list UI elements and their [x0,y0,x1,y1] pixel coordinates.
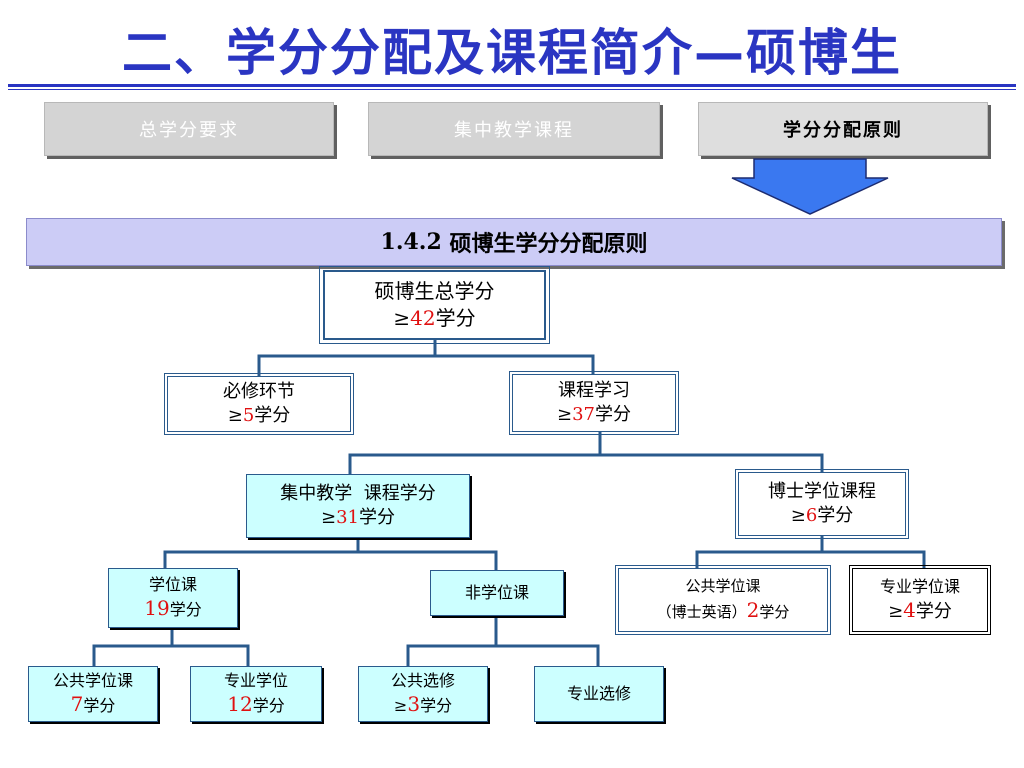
node-major-degree-courses: 专业学位 12学分 [190,666,322,722]
node-label: 非学位课 [464,583,529,603]
node-doctoral-degree-courses: 博士学位课程 ≥6学分 [735,469,909,539]
node-required-components: 必修环节 ≥5学分 [164,373,354,435]
node-value-line: 12学分 [227,692,285,717]
node-value-line: ≥4学分 [888,598,952,623]
credit-value: 4 [903,598,916,623]
title-underline-thin [8,89,1016,90]
node-value-line: 19学分 [144,596,202,621]
node-value-line: （博士英语）2学分 [656,597,790,622]
node-label: 公共选修 [390,670,455,690]
node-label: 专业学位课 [879,576,960,596]
page-title: 二、学分分配及课程简介—硕博生 [122,24,902,82]
credit-value: 37 [572,404,595,425]
node-value-line: ≥6学分 [790,505,854,526]
credit-value: 2 [746,597,760,622]
credit-value: 19 [144,596,170,621]
down-arrow-icon [731,158,889,215]
node-value-line: 7学分 [70,692,116,717]
node-value-line: ≥37学分 [557,404,631,425]
node-major-degree-doctoral: 专业学位课 ≥4学分 [849,565,991,635]
node-degree-courses: 学位课 19学分 [108,568,238,628]
node-label: 博士学位课程 [768,480,876,502]
credit-value: 31 [336,507,359,528]
node-value-line: ≥31学分 [321,507,395,528]
credit-value: 12 [227,692,253,717]
node-label: 课程学习 [558,379,630,401]
node-public-electives: 公共选修 ≥3学分 [358,666,488,722]
credit-value: 7 [70,692,84,717]
node-total-credits: 硕博生总学分 ≥42学分 [319,266,550,344]
node-value-line: ≥42学分 [393,306,476,330]
node-label: 公共学位课 [52,670,133,690]
node-label: 专业学位 [223,670,288,690]
credit-value: 3 [407,692,421,717]
tab-total-credits[interactable]: 总学分要求 [44,102,334,156]
node-major-electives: 专业选修 [534,666,664,722]
title-underline [8,84,1016,87]
node-label: 必修环节 [223,380,295,402]
section-banner: 1.4.2 硕博生学分分配原则 [26,218,1002,266]
node-label: 学位课 [148,574,197,594]
node-non-degree-courses: 非学位课 [430,570,564,616]
node-public-degree-courses: 公共学位课 7学分 [28,666,158,722]
section-number: 1.4.2 [380,229,442,255]
credit-value: 5 [242,405,255,426]
node-label: 硕博生总学分 [374,279,495,303]
node-concentrated-credits: 集中教学 课程学分 ≥31学分 [246,474,470,538]
node-label: 集中教学 课程学分 [280,482,436,504]
credit-value: 42 [410,306,436,330]
tab-concentrated-courses[interactable]: 集中教学课程 [368,102,660,156]
credit-value: 6 [805,505,818,526]
tab-credit-allocation[interactable]: 学分分配原则 [698,102,988,156]
node-value-line: ≥5学分 [227,405,291,426]
section-title: 硕博生学分分配原则 [449,231,648,257]
node-label: 专业选修 [566,684,631,704]
node-public-degree-doctoral: 公共学位课 （博士英语）2学分 [615,565,831,635]
node-course-study: 课程学习 ≥37学分 [509,371,679,435]
node-label: 公共学位课 [685,577,761,596]
node-value-line: ≥3学分 [393,692,453,717]
